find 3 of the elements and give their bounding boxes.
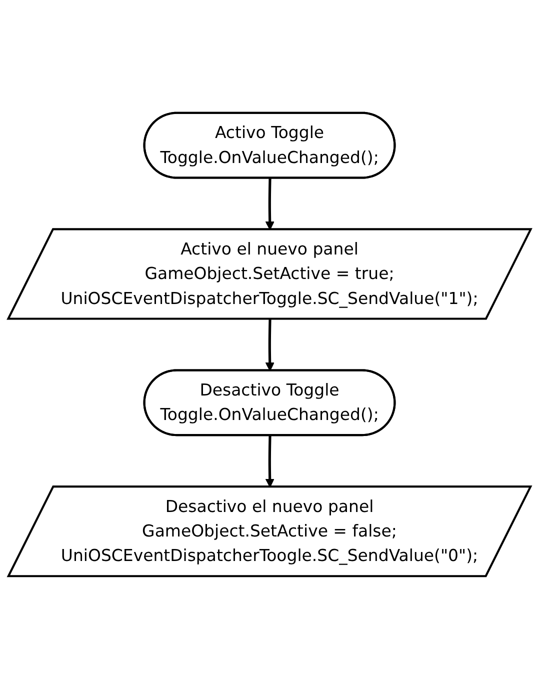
arrow	[265, 178, 274, 230]
arrow	[265, 436, 274, 488]
arrow	[265, 319, 274, 372]
